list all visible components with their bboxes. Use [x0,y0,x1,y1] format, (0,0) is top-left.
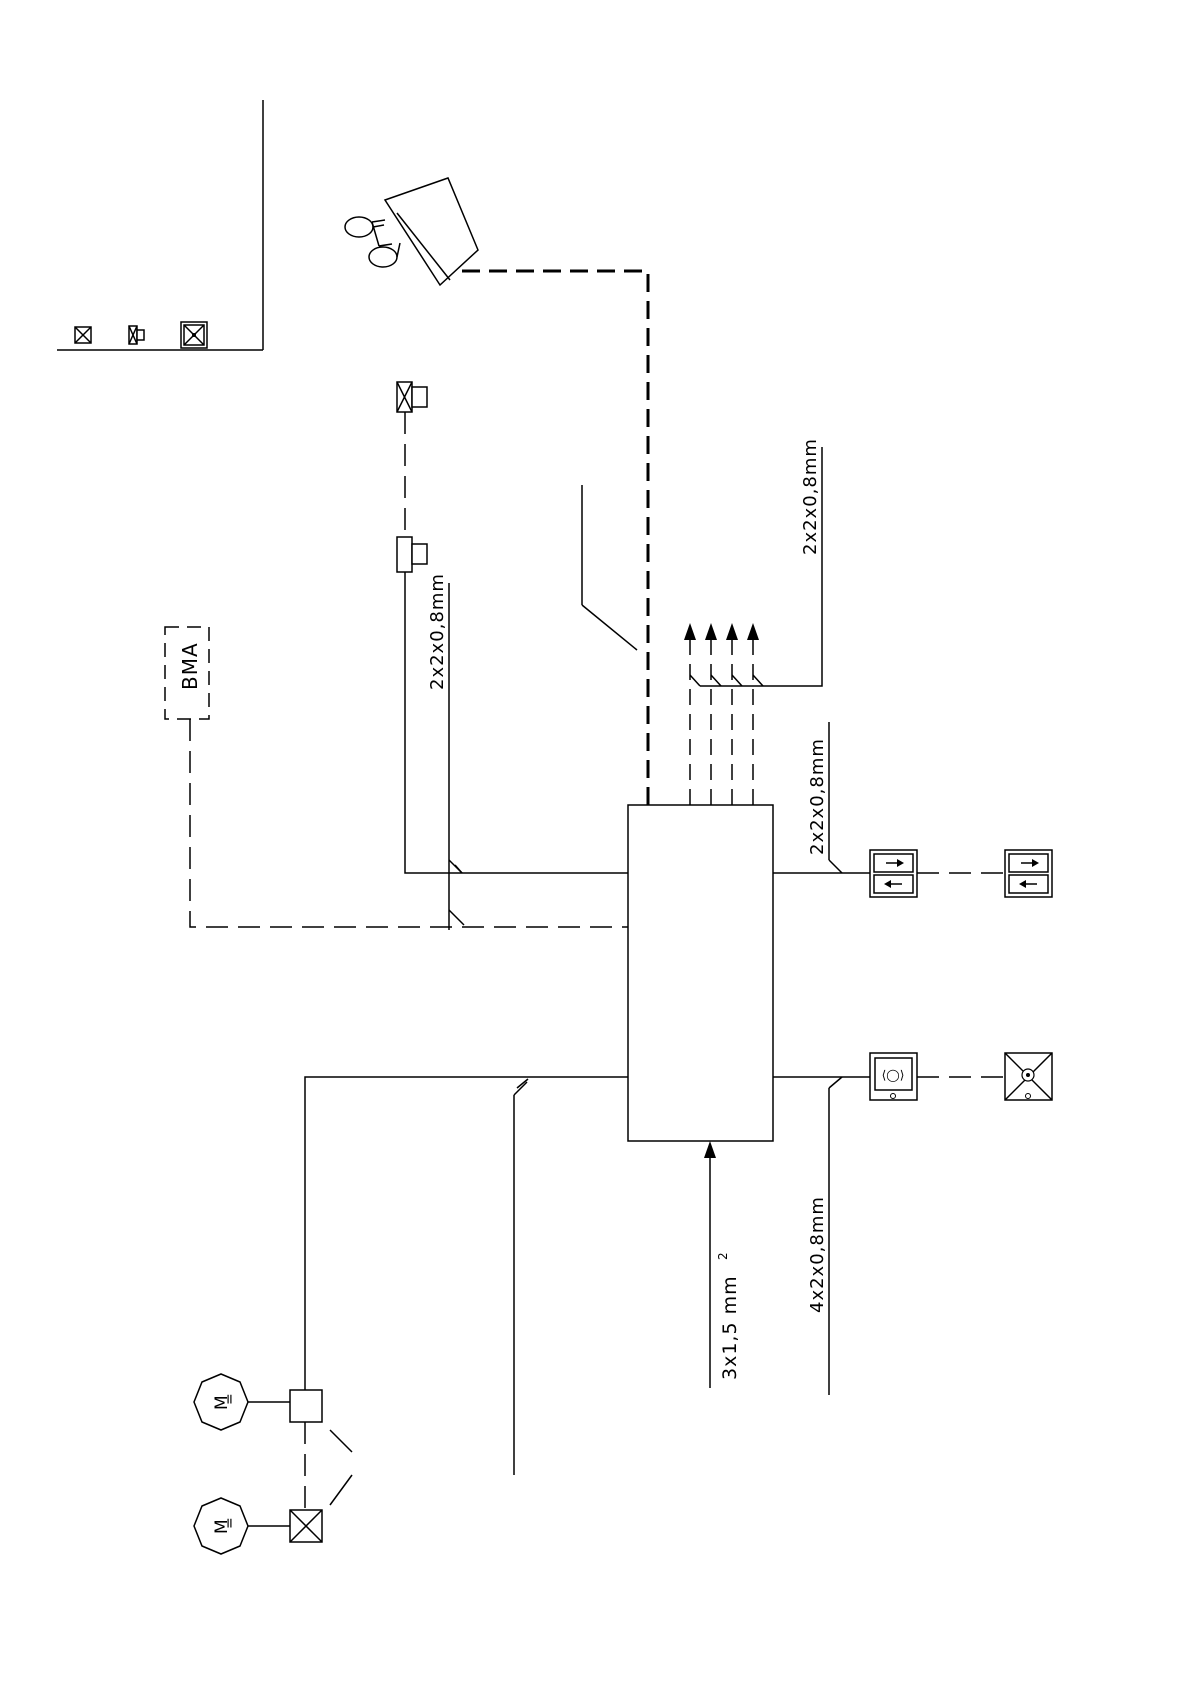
detector-line [462,271,648,805]
output-lines [684,623,759,805]
output-arrow-4 [747,623,759,640]
svg-text:⟨◯⟩: ⟨◯⟩ [882,1068,905,1082]
output-arrow-2 [705,623,717,640]
legend-frame [57,100,263,350]
bma-label: BMA [178,642,202,690]
motor-1-starter [290,1390,322,1422]
legend-damper-icon [75,327,91,343]
cable-tick-motor-1 [514,1082,527,1095]
main-controller-box [628,805,773,1141]
cable-tick-right-mid [829,860,842,873]
cable-label-top-left: 2x2x0,8mm [427,573,448,690]
motor-2: M = [194,1475,352,1554]
motor-1-leader [330,1430,352,1452]
motor-1: M = [194,1374,352,1452]
power-feed-arrow [704,1141,716,1158]
legend-actuator-icon [129,326,144,344]
output-arrow-3 [726,623,738,640]
cable-tick-bottom-right [829,1077,842,1088]
damper-actuator-lower [397,537,427,572]
output-arrow-1 [684,623,696,640]
contact-unit-1 [870,850,917,897]
control-panel-1: ⟨◯⟩ [870,1053,917,1100]
output-ticks [690,675,763,686]
motor-2-sub: = [222,1517,238,1529]
motor-1-sub: = [222,1393,238,1405]
motor-feed-line [305,1077,628,1390]
bma-line [190,719,628,927]
bma-box: BMA [165,627,209,719]
cable-tick-2 [449,910,464,925]
cable-label-power: 3x1,5 mm [719,1275,741,1380]
cable-label-bottom-right: 4x2x0,8mm [807,1196,828,1313]
contact-unit-2 [1005,850,1052,897]
duct-smoke-detector [345,178,478,285]
cable-label-top-right: 2x2x0,8mm [800,438,821,555]
control-panel-2 [1005,1053,1052,1100]
legend-sensor-icon [181,322,207,348]
damper-actuator-top [397,382,427,412]
cable-tick-1-head [455,865,462,873]
cable-label-power-sup: 2 [716,1252,730,1260]
cable-label-right-mid: 2x2x0,8mm [807,738,828,855]
leader-line-diagonal [582,605,637,650]
motor-2-leader [330,1475,352,1505]
